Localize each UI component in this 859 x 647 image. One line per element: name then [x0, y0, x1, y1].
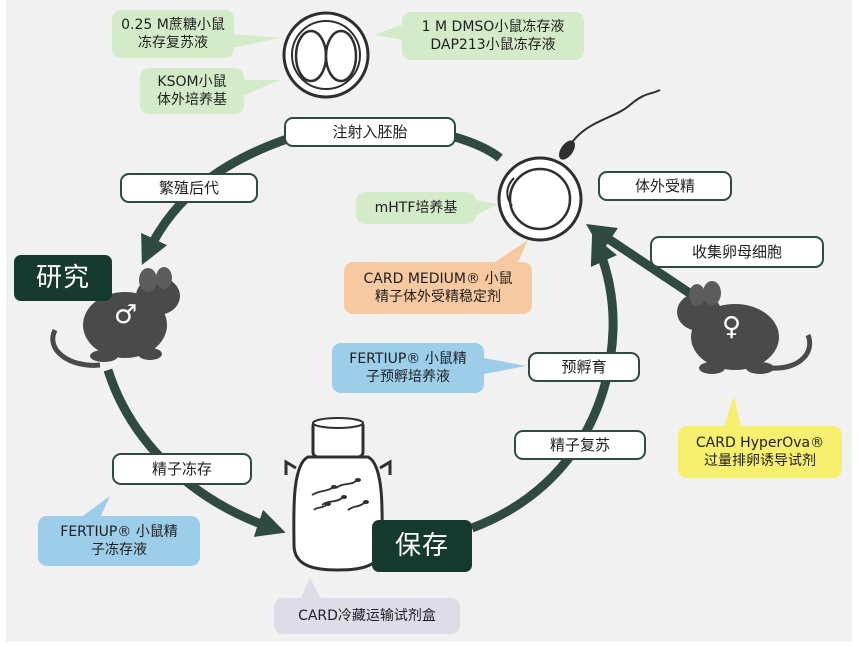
callout-line: 0.25 M蔗糖小鼠	[121, 17, 225, 33]
callout-hyperova: CARD HyperOva® 过量排卵诱导试剂	[678, 426, 842, 478]
female-symbol: ♀	[722, 312, 742, 342]
step-breeding: 繁殖后代	[120, 173, 258, 203]
stage-research: 研究	[14, 255, 112, 301]
callout-line: CARD冷藏运输试剂盒	[298, 608, 436, 624]
callout-fertiup-preincubation: FERTIUP® 小鼠精 子预孵培养液	[332, 343, 484, 393]
callout-tail-fertiup-frz	[80, 496, 110, 518]
oocyte-arrow	[586, 224, 703, 304]
callout-line: FERTIUP® 小鼠精	[349, 351, 467, 367]
callout-tail-ksom	[242, 80, 280, 96]
callout-ksom-medium: KSOM小鼠 体外培养基	[140, 68, 244, 114]
step-ivf: 体外受精	[598, 171, 732, 201]
callout-line: CARD HyperOva®	[695, 435, 825, 451]
cycle-arrow-top-right	[453, 132, 503, 162]
callout-tail-mhtf	[475, 200, 498, 216]
callout-line: 冻存复苏液	[138, 35, 208, 51]
step-sperm-recovery: 精子复苏	[514, 430, 646, 460]
callout-sucrose-medium: 0.25 M蔗糖小鼠 冻存复苏液	[112, 10, 234, 58]
callout-line: 体外培养基	[157, 92, 227, 108]
step-oocyte-collection: 收集卵母细胞	[650, 236, 824, 268]
callout-tail-transport	[300, 578, 322, 600]
callout-line: 子预孵培养液	[366, 369, 450, 385]
callout-transport-box: CARD冷藏运输试剂盒	[274, 598, 460, 634]
callout-line: 过量排卵诱导试剂	[704, 453, 816, 469]
callout-card-medium: CARD MEDIUM® 小鼠 精子体外受精稳定剂	[344, 262, 532, 314]
female-mouse-icon	[677, 281, 813, 374]
embryo-icon	[282, 11, 370, 99]
callout-fertiup-freezing: FERTIUP® 小鼠精 子冻存液	[38, 516, 200, 566]
callout-line: 精子体外受精稳定剂	[375, 289, 501, 305]
male-symbol: ♂	[114, 300, 138, 330]
callout-tail-hyperova	[722, 396, 742, 432]
callout-tail-dmso	[374, 24, 404, 40]
callout-line: mHTF培养基	[374, 200, 458, 216]
callout-dmso-medium: 1 M DMSO小鼠冻存液 DAP213小鼠冻存液	[402, 12, 584, 60]
dewar-icon	[284, 417, 392, 572]
step-sperm-freezing: 精子冻存	[112, 453, 252, 485]
callout-tail-card-medium	[495, 240, 528, 262]
callout-line: 1 M DMSO小鼠冻存液	[421, 19, 565, 35]
callout-line: DAP213小鼠冻存液	[430, 37, 556, 53]
callout-line: 子冻存液	[91, 542, 147, 558]
callout-line: FERTIUP® 小鼠精	[60, 524, 178, 540]
callout-tail-sucrose	[232, 34, 280, 48]
callout-line: KSOM小鼠	[157, 74, 227, 90]
egg-sperm-icon	[497, 89, 661, 242]
callout-line: CARD MEDIUM® 小鼠	[363, 271, 513, 287]
step-preincubation: 预孵育	[528, 352, 640, 382]
stage-preservation: 保存	[372, 520, 472, 572]
callout-tail-fertiup-pre	[484, 358, 526, 374]
callout-mhtf-medium: mHTF培养基	[356, 192, 476, 224]
step-embryo-transfer: 注射入胚胎	[284, 117, 456, 147]
male-mouse-icon	[50, 267, 180, 368]
